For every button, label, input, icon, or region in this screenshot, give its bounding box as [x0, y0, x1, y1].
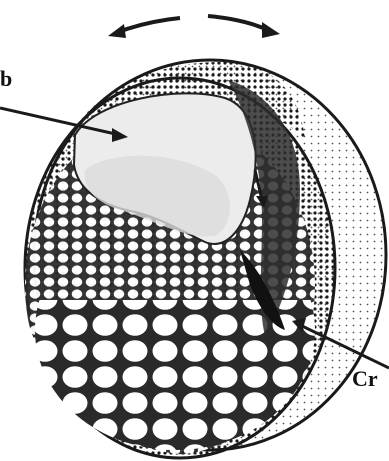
label-gray-crescent: Cr: [352, 368, 378, 390]
rotation-arrows: [108, 16, 280, 38]
rotation-arrowhead-right: [262, 22, 280, 38]
rotation-arrow-left: [118, 18, 180, 32]
label-blastocoel: b: [0, 68, 12, 90]
rotation-arrowhead-left: [108, 24, 126, 38]
rotation-arrow-right: [208, 16, 268, 30]
